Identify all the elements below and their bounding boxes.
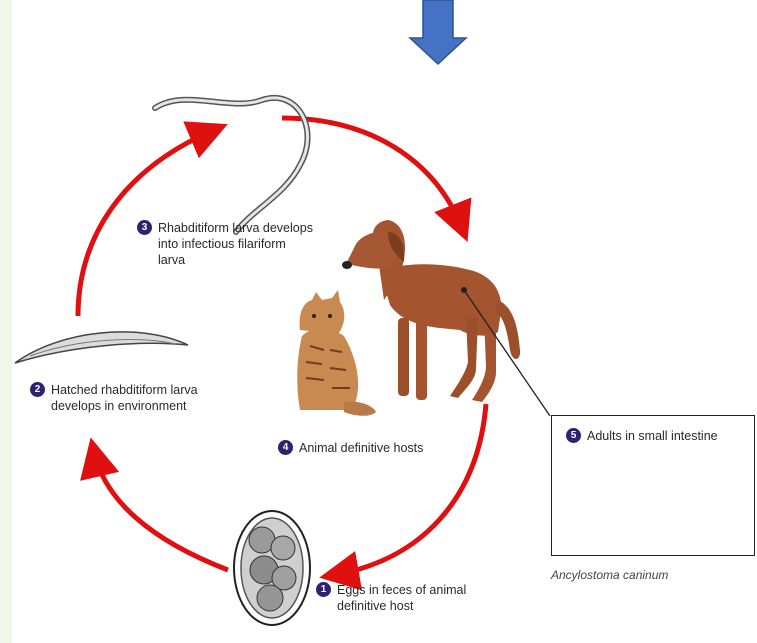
cat-icon [297,290,376,416]
down-arrow-icon [410,0,466,64]
dog-icon [342,220,550,416]
species-label: Ancylostoma caninum [551,568,668,582]
step-3-badge: 3 [137,220,152,235]
step-3-text: Rhabditiform larva develops into infecti… [158,220,313,268]
cycle-arrow-host-to-eggs [334,404,486,575]
step-2-text: Hatched rhabditiform larva develops in e… [51,382,216,414]
step-5-badge: 5 [566,428,581,443]
step-1-badge: 1 [316,582,331,597]
rhabditiform-larva-icon [15,332,188,363]
cycle-arrow-eggs-to-larva [94,452,228,570]
step-5-text: Adults in small intestine [587,428,757,444]
step-1-text: Eggs in feces of animal definitive host [337,582,497,614]
step-4-badge: 4 [278,440,293,455]
step-4-text: Animal definitive hosts [299,440,499,456]
egg-icon [234,511,310,625]
step-2-badge: 2 [30,382,45,397]
